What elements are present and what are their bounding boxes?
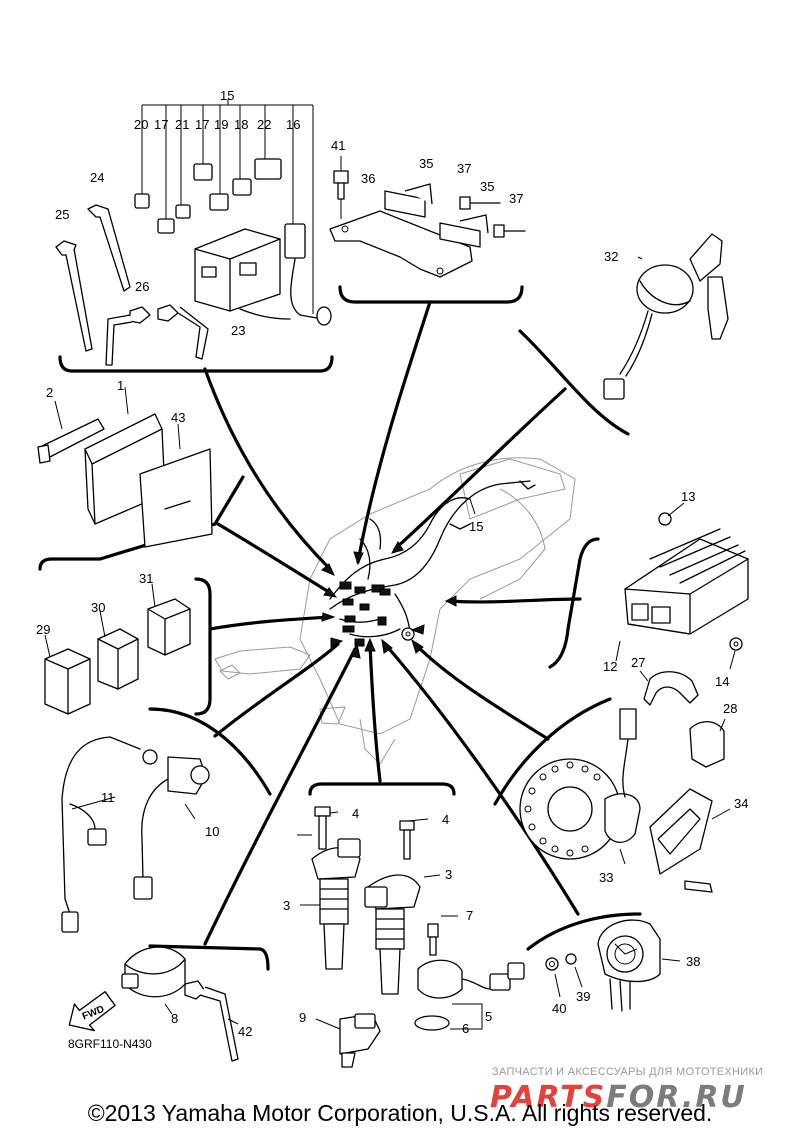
- callout-13: 13: [681, 489, 695, 504]
- callout-20: 20: [134, 117, 148, 132]
- callout-1: 1: [117, 378, 124, 393]
- callout-23: 23: [231, 323, 245, 338]
- callout-15: 15: [469, 519, 483, 534]
- lead-sensor-group: [61, 736, 210, 933]
- lead-wire-group: [469, 498, 476, 515]
- wire-harness: [329, 480, 536, 647]
- callout-21: 21: [175, 117, 189, 132]
- main-switch-group: [603, 233, 729, 400]
- callout-38: 38: [686, 954, 700, 969]
- callout-39: 39: [576, 989, 590, 1004]
- callout-43: 43: [171, 410, 185, 425]
- callout-29: 29: [36, 622, 50, 637]
- callout-30: 30: [91, 600, 105, 615]
- callout-19: 19: [214, 117, 228, 132]
- callout-numbers: 15 20 17 21 17 19 18 22 16 24 25 26 23 4…: [36, 88, 748, 1051]
- frame-assembly: [214, 457, 576, 765]
- rectifier-group: [615, 502, 749, 768]
- watermark-brand: PARTSFOR.RU: [490, 1080, 747, 1115]
- sensor-plate-group: [519, 708, 731, 893]
- callout-16: 16: [286, 117, 300, 132]
- callout-22: 22: [257, 117, 271, 132]
- watermark-caption: ЗАПЧАСТИ И АКСЕССУАРЫ ДЛЯ МОТОТЕХНИКИ: [492, 1066, 763, 1078]
- callout-9: 9: [299, 1010, 306, 1025]
- callout-4: 4: [352, 806, 359, 821]
- gauge-group: [545, 919, 681, 1012]
- callout-28: 28: [723, 701, 737, 716]
- copyright-notice: ©2013 Yamaha Motor Corporation, U.S.A. A…: [87, 1100, 713, 1126]
- callout-15: 15: [220, 88, 234, 103]
- callout-3: 3: [445, 867, 452, 882]
- callout-37: 37: [457, 161, 471, 176]
- callout-17: 17: [154, 117, 168, 132]
- fwd-arrow: FWD: [68, 991, 116, 1032]
- callout-35: 35: [419, 156, 433, 171]
- callout-37: 37: [509, 191, 523, 206]
- callout-41: 41: [331, 138, 345, 153]
- callout-33: 33: [599, 870, 613, 885]
- watermark-brand-right: FOR.RU: [606, 1080, 747, 1115]
- callout-42: 42: [238, 1024, 252, 1039]
- callout-34: 34: [734, 796, 748, 811]
- pressure-switch-group: [121, 946, 239, 1062]
- callout-10: 10: [205, 824, 219, 839]
- callout-3: 3: [283, 898, 290, 913]
- callout-32: 32: [604, 249, 618, 264]
- relay-bracket-group: [329, 156, 526, 278]
- callout-4: 4: [442, 812, 449, 827]
- callout-17: 17: [195, 117, 209, 132]
- callout-36: 36: [361, 171, 375, 186]
- watermark-brand-left: PARTS: [490, 1080, 606, 1115]
- ecu-group: [37, 386, 213, 548]
- callout-31: 31: [139, 571, 153, 586]
- callout-11: 11: [101, 790, 115, 805]
- callout-5: 5: [485, 1009, 492, 1024]
- watermark: ЗАПЧАСТИ И АКСЕССУАРЫ ДЛЯ МОТОТЕХНИКИ PA…: [490, 1066, 763, 1115]
- sub-harness-group: [55, 99, 332, 366]
- callout-12: 12: [603, 659, 617, 674]
- callout-2: 2: [46, 385, 53, 400]
- callout-25: 25: [55, 207, 69, 222]
- callout-18: 18: [234, 117, 248, 132]
- group-brackets: [38, 285, 642, 971]
- callout-8: 8: [171, 1011, 178, 1026]
- callout-27: 27: [631, 655, 645, 670]
- callout-6: 6: [462, 1021, 469, 1036]
- callout-7: 7: [466, 908, 473, 923]
- callout-26: 26: [135, 279, 149, 294]
- diagram-code: 8GRF110-N430: [68, 1037, 152, 1051]
- callout-14: 14: [715, 674, 729, 689]
- callout-24: 24: [90, 170, 104, 185]
- callout-35: 35: [480, 179, 494, 194]
- callout-40: 40: [552, 1001, 566, 1016]
- leader-lines: [203, 300, 582, 946]
- ignition-group: [297, 806, 525, 1068]
- relay-group: [44, 583, 191, 715]
